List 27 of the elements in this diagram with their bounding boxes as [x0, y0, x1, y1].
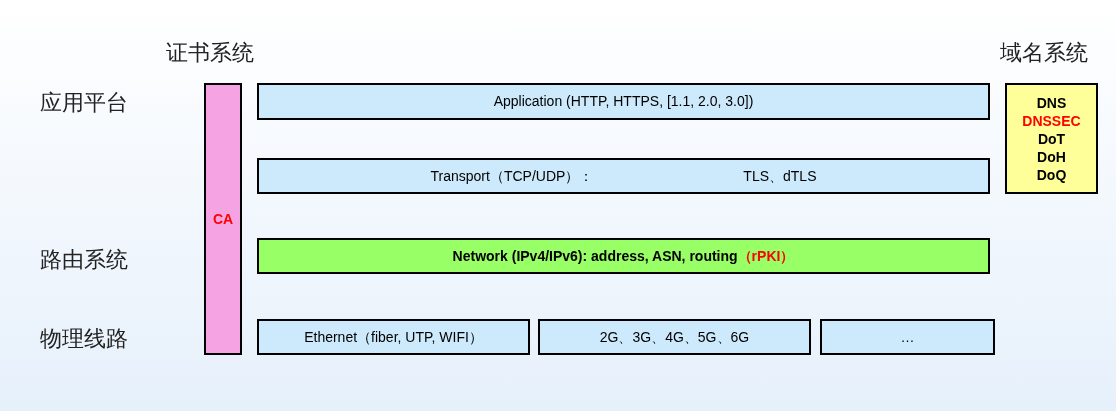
layer-box: [257, 158, 990, 194]
box-text: …: [900, 327, 915, 347]
layer-box: [257, 238, 990, 274]
layer-box: [257, 83, 990, 120]
box-text: DNSSEC: [1022, 111, 1081, 130]
layer-box: [538, 319, 811, 355]
layer-label: 应用平台: [40, 89, 128, 117]
layer-label: 物理线路: [40, 325, 128, 353]
box-text: DNS: [1036, 93, 1067, 112]
layer-box: [257, 319, 530, 355]
box-text: TLS、dTLS: [743, 166, 817, 186]
layer-label: 证书系统: [166, 39, 254, 67]
box-text: DoQ: [1036, 165, 1067, 184]
box-text: Network (IPv4/IPv6): address, ASN, routing: [452, 246, 738, 266]
box-text: Ethernet（fiber, UTP, WIFI）: [304, 327, 483, 347]
layer-label: 路由系统: [40, 246, 128, 274]
box-text: Transport（TCP/UDP）：: [430, 166, 594, 186]
box-text: DoT: [1037, 129, 1066, 148]
box-text: DoH: [1037, 147, 1066, 166]
box-text: Application (HTTP, HTTPS, [1.1, 2.0, 3.0]): [493, 92, 754, 111]
ca-bar: [204, 83, 242, 355]
box-text: CA: [212, 209, 234, 229]
box-text: （rPKI）: [737, 246, 795, 266]
layer-box: [820, 319, 995, 355]
dns-box: [1005, 83, 1098, 194]
layer-label: 域名系统: [1000, 39, 1088, 67]
box-text: 2G、3G、4G、5G、6G: [599, 327, 750, 347]
